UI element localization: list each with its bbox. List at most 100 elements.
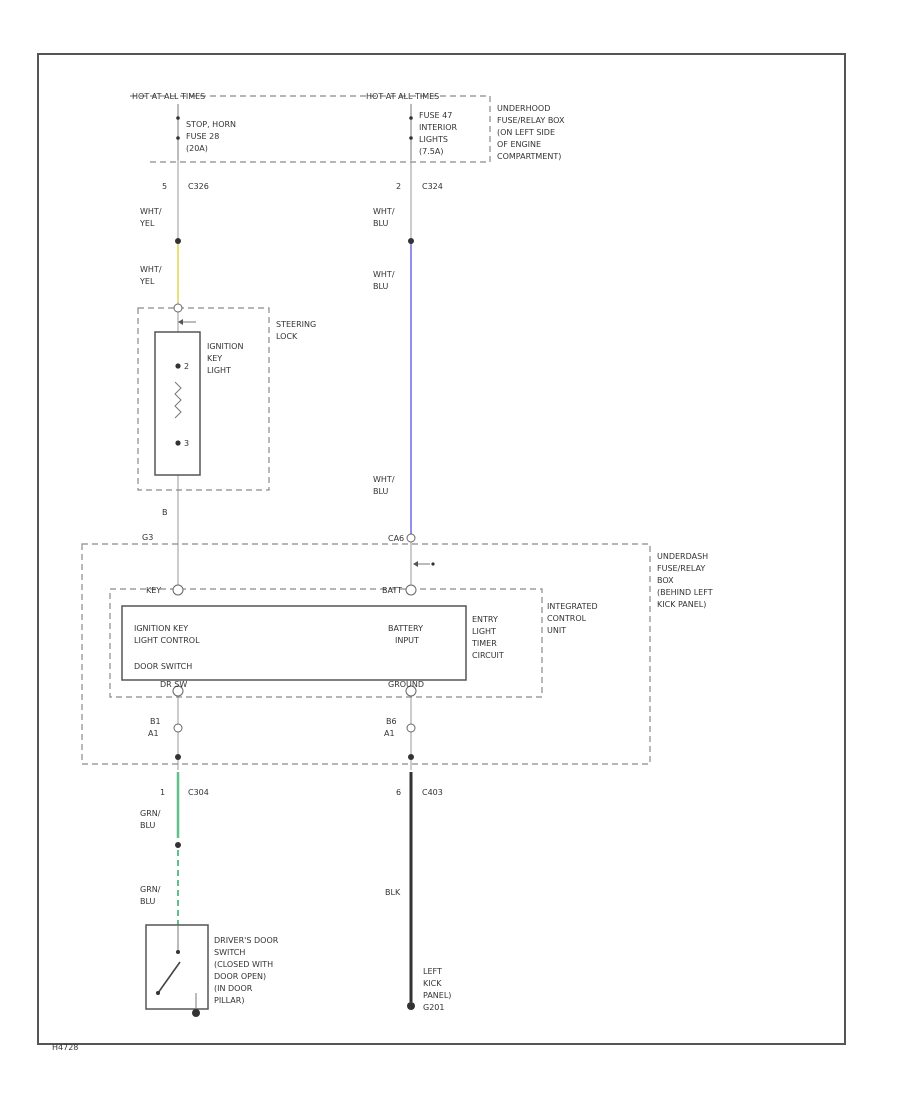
c403-label: C403 (422, 788, 443, 797)
door-switch-label-3: (CLOSED WITH (214, 960, 273, 969)
icu-label-2: CONTROL (547, 614, 587, 623)
wire-label-right-mid-1: WHT/ (373, 270, 395, 279)
ground-label-4: G201 (423, 1003, 444, 1012)
icu-key-terminal (172, 584, 184, 596)
diagram-frame (37, 53, 846, 1045)
right-top-pin-label: CA6 (388, 534, 404, 543)
wire-label-left-bot-2: BLU (140, 897, 156, 906)
underdash-label-5: KICK PANEL) (657, 600, 706, 609)
left-pin-b: B (162, 508, 168, 517)
wire-label-left-low-1: GRN/ (140, 809, 161, 818)
icu-label-3: UNIT (547, 626, 566, 635)
icu-dr-sw-pin: DR SW (160, 680, 187, 689)
door-switch-label-2: SWITCH (214, 948, 245, 957)
entry-timer-label-2: LIGHT (472, 627, 496, 636)
splice-right-top (408, 238, 414, 244)
ground-label-1: LEFT (423, 967, 442, 976)
fuse-box-label-1: UNDERHOOD (497, 104, 550, 113)
left-power-source: HOT AT ALL TIMES (132, 92, 205, 101)
wire-label-right-low-1: WHT/ (373, 475, 395, 484)
c324-pin: 2 (396, 182, 401, 191)
bulb-filament (174, 381, 182, 419)
icu-label-1: INTEGRATED (547, 602, 598, 611)
fuse-47-terminal (409, 116, 413, 120)
icu-batt-terminal (405, 584, 417, 596)
icu-batt-pin: BATT (382, 586, 402, 595)
icu-left-func-2: LIGHT CONTROL (134, 636, 200, 645)
fuse-47-label-4: (7.5A) (419, 147, 443, 156)
c304-label: C304 (188, 788, 209, 797)
underdash-label-1: UNDERDASH (657, 552, 708, 561)
underdash-fuse-box-outline (81, 543, 651, 765)
icu-dr-sw-terminal (172, 685, 184, 697)
wire-label-left-low-2: BLU (140, 821, 156, 830)
door-switch-pivot (176, 950, 180, 954)
fuse-28-label-1: STOP, HORN (186, 120, 236, 129)
fuse-47-label-3: LIGHTS (419, 135, 448, 144)
underdash-label-4: (BEHIND LEFT (657, 588, 713, 597)
right-top-terminal (406, 533, 416, 543)
wire-label-right-gnd: BLK (385, 888, 401, 897)
bulb-terminal-bottom (175, 440, 181, 446)
underhood-fuse-box-outline (130, 95, 491, 163)
right-power-source: HOT AT ALL TIMES (366, 92, 439, 101)
steering-lock-label-1: STEERING (276, 320, 316, 329)
diagram-code: H4728 (52, 1043, 78, 1052)
left-bottom-pin-b: A1 (148, 729, 159, 738)
icu-key-pin: KEY (146, 586, 161, 595)
wire-label-right-low-2: BLU (373, 487, 389, 496)
wire-label-left-mid-2: YEL (139, 277, 155, 286)
wire-label-left-top-1: WHT/ (140, 207, 162, 216)
bulb-pin-bottom: 3 (184, 439, 189, 448)
icu-door-switch-label: DOOR SWITCH (134, 662, 192, 671)
splice-left-bottom (175, 842, 181, 848)
bulb-label-2: KEY (207, 354, 222, 363)
ground-g201 (407, 1002, 415, 1010)
door-switch-ground (192, 1009, 200, 1017)
c304-pin: 1 (160, 788, 165, 797)
fuse-47-label-1: FUSE 47 (419, 111, 452, 120)
steering-lock-label-2: LOCK (276, 332, 298, 341)
entry-timer-label-3: TIMER (471, 639, 497, 648)
splice-right-lower (408, 754, 414, 760)
fuse-47-terminal-2 (409, 136, 413, 140)
wire-label-right-mid-2: BLU (373, 282, 389, 291)
fuse-28-label-2: FUSE 28 (186, 132, 219, 141)
entry-timer-label-4: CIRCUIT (472, 651, 504, 660)
door-switch-contact-end (156, 991, 160, 995)
door-switch-contact (157, 961, 181, 994)
splice-left-lower (175, 754, 181, 760)
door-switch-label-4: DOOR OPEN) (214, 972, 266, 981)
icu-ground-pin: GROUND (388, 680, 424, 689)
c403-pin: 6 (396, 788, 401, 797)
icu-outline (109, 588, 543, 698)
splice-left-top (175, 238, 181, 244)
right-bottom-pin-b: A1 (384, 729, 395, 738)
steering-lock-arrow-head (178, 319, 183, 325)
icu-left-func-1: IGNITION KEY (134, 624, 188, 633)
left-g-label: G3 (142, 533, 153, 542)
icu-right-func-1: BATTERY (388, 624, 423, 633)
wire-label-left-bot-1: GRN/ (140, 885, 161, 894)
fuse-box-label-3: (ON LEFT SIDE (497, 128, 555, 137)
door-switch-label-1: DRIVER'S DOOR (214, 936, 279, 945)
underdash-label-2: FUSE/RELAY (657, 564, 705, 573)
underdash-arrow-tail (431, 562, 435, 566)
fuse-28-label-3: (20A) (186, 144, 208, 153)
fuse-box-label-5: COMPARTMENT) (497, 152, 561, 161)
steering-lock-outline (137, 307, 270, 491)
left-bottom-terminal (173, 723, 183, 733)
bulb-terminal-top (175, 363, 181, 369)
fuse-box-label-4: OF ENGINE (497, 140, 541, 149)
door-switch-label-5: (IN DOOR (214, 984, 253, 993)
icu-circuit-box (121, 605, 467, 681)
icu-right-func-2: INPUT (395, 636, 419, 645)
ground-label-3: PANEL) (423, 991, 451, 1000)
right-bottom-pin-a: B6 (386, 717, 397, 726)
steering-lock-terminal (173, 303, 183, 313)
entry-timer-label-1: ENTRY (472, 615, 498, 624)
wire-label-right-top-1: WHT/ (373, 207, 395, 216)
bulb-label-1: IGNITION (207, 342, 243, 351)
right-bottom-terminal (406, 723, 416, 733)
